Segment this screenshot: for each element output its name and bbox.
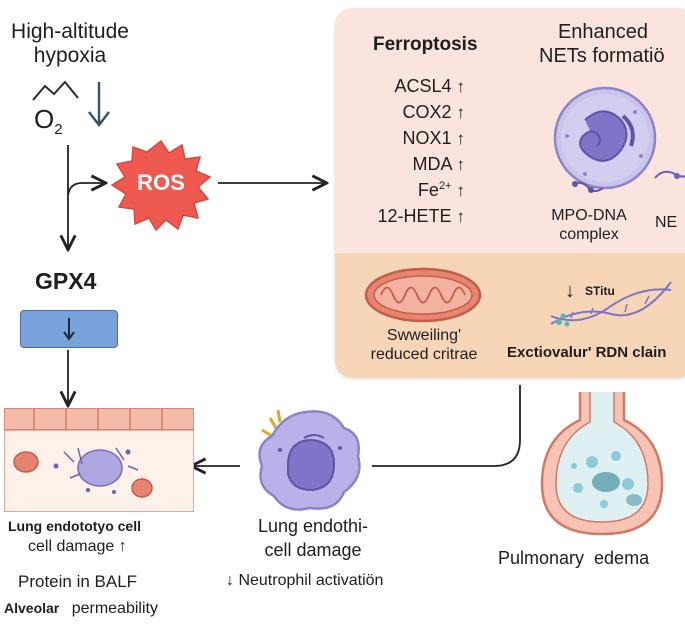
up-arrow-icon: ↑ (456, 77, 466, 96)
lung-damage-line2: cell damage ↑ (28, 538, 127, 555)
marker-superscript: 2+ (438, 180, 452, 192)
o2-label: O2 (34, 104, 63, 138)
ros-label: ROS (137, 170, 185, 195)
activated-neutrophil-icon (258, 409, 361, 511)
up-arrow-icon: ↑ (456, 103, 466, 122)
nets-title-line1: Enhanced (557, 21, 649, 43)
net-neutrophil-icon (553, 86, 685, 193)
up-arrow-icon: ↑ (456, 207, 466, 226)
o2-subscript: 2 (54, 121, 63, 139)
marker-name: MDA (412, 154, 452, 174)
neutrophil-activation-label: ↓ Neutrophil activatiön (226, 572, 384, 589)
marker-name: Fe (417, 180, 439, 200)
mountain-icon (32, 80, 79, 101)
marker-name: COX2 (402, 102, 452, 122)
gpx4-down-arrow-icon (63, 318, 75, 341)
marker-row-cox2: COX2 ↑ (355, 102, 465, 123)
neutrophil-caption-line2: cell damage (264, 540, 362, 560)
marker-row-fe: Fe2+ ↑ (355, 180, 465, 201)
neutrophil-caption: Lung endothi- cell damage (238, 514, 388, 562)
mpo-dna-line1: MPO-DNA (551, 207, 627, 224)
hypoxia-title-line2: hypoxia (33, 44, 107, 67)
hypoxia-title-line1: High-altitude (11, 20, 129, 43)
mpo-dna-line2: complex (559, 226, 619, 243)
dna-tag: STitu (585, 284, 615, 298)
hypoxia-title: High-altitude hypoxia (10, 20, 130, 68)
marker-row-12-hete: 12-HETE ↑ (355, 206, 465, 227)
marker-name: NOX1 (402, 128, 452, 148)
up-arrow-icon: ↑ (456, 181, 466, 200)
gpx4-box (20, 310, 118, 348)
ferroptosis-title: Ferroptosis (373, 34, 478, 55)
lung-damage-line1: Lung endototyo cell (8, 518, 141, 534)
up-arrow-icon: ↑ (456, 129, 466, 148)
decrease-arrow-icon (88, 82, 110, 127)
gpx4-label: GPX4 (35, 268, 97, 294)
up-arrow-icon: ↑ (456, 155, 466, 174)
alveolar-permeability-label: Alveolar permeability (4, 600, 158, 618)
dna-caption: Exctiovalur' RDN clain (507, 344, 667, 361)
marker-row-nox1: NOX1 ↑ (355, 128, 465, 149)
alveolus-icon (540, 392, 664, 536)
protein-balf-label: Protein in BALF (18, 572, 138, 591)
marker-row-mda: MDA ↑ (355, 154, 465, 175)
o2-symbol: O (34, 104, 55, 134)
marker-name: ACSL4 (394, 76, 452, 96)
mitochondria-caption-line1: Swweiling' (386, 327, 462, 344)
mitochondria-icon (364, 267, 482, 323)
mitochondria-caption: Swweiling' reduced critrae (349, 326, 499, 364)
ferroptosis-panel: Ferroptosis ACSL4 ↑ COX2 ↑ NOX1 ↑ MDA ↑ … (335, 8, 685, 378)
nets-title-line2: NETs formatiö (539, 45, 665, 67)
neutrophil-caption-line1: Lung endothi- (257, 516, 369, 536)
marker-name: 12-HETE (377, 206, 452, 226)
nets-title: Enhanced NETs formatiö (533, 20, 673, 68)
alveolar-word: Alveolar (4, 600, 60, 616)
lung-endothelium-icon (4, 408, 194, 512)
ne-label: NE (655, 214, 678, 231)
mitochondria-caption-line2: reduced critrae (370, 346, 478, 363)
dna-down-arrow-icon: ↓ (565, 280, 575, 302)
pulmonary-edema-label: Pulmonary edema (498, 548, 650, 568)
ros-burst-icon (110, 139, 212, 232)
panel-to-neutrophil-connector (372, 385, 521, 467)
marker-row-acsl4: ACSL4 ↑ (355, 76, 465, 97)
permeability-word: permeability (71, 600, 158, 617)
mpo-dna-label: MPO-DNA complex (547, 206, 631, 244)
o2-to-ros-arrow (67, 183, 104, 196)
dna-strand-icon (550, 281, 672, 327)
